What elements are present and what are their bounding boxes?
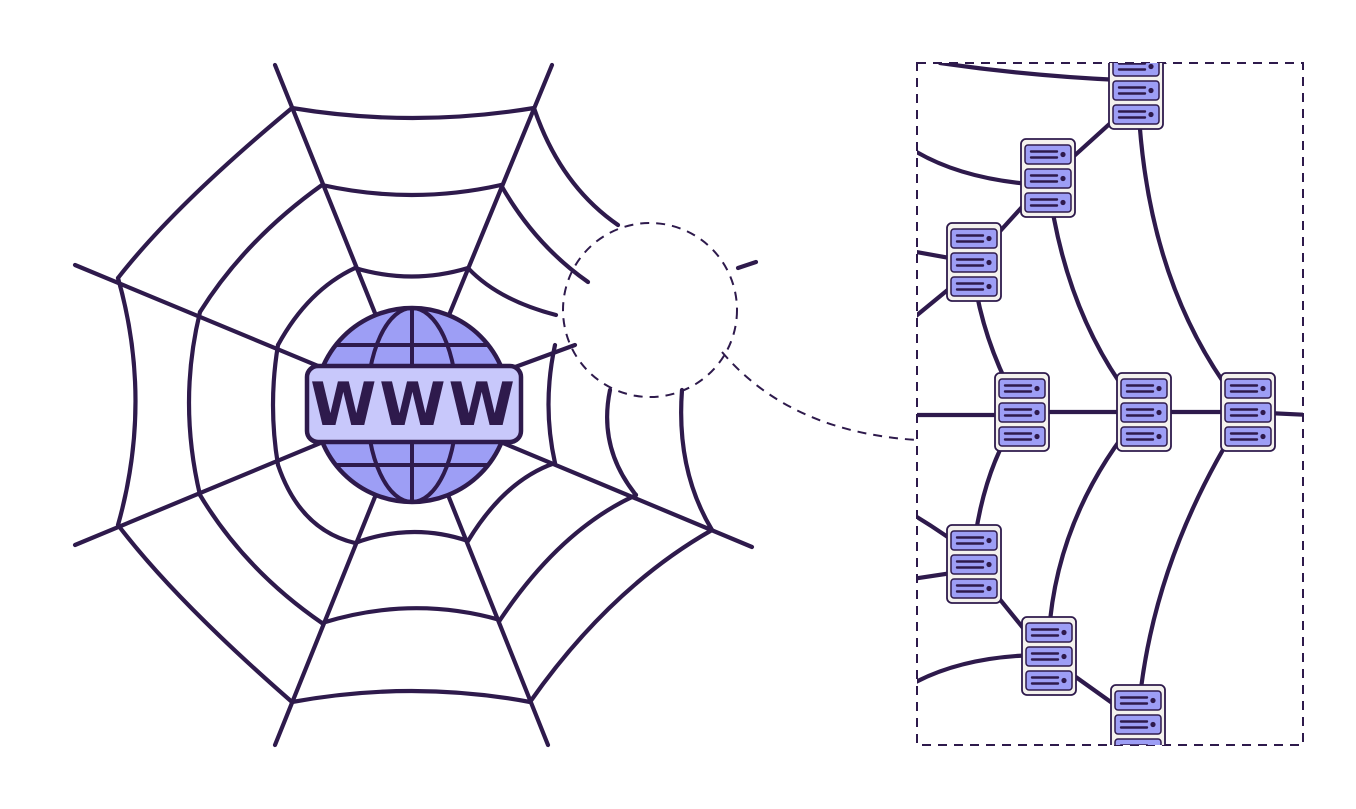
server-icon [1220,372,1276,452]
server-icon [946,222,1002,302]
server-icon [1110,684,1166,745]
server-icon [946,524,1002,604]
web-ring-2 [186,182,639,626]
server-icon [1116,372,1172,452]
server-icon [1108,63,1164,130]
server-icon [1020,138,1076,218]
web-ring-outer [115,105,715,705]
www-label: WWW [304,363,524,445]
network-links [917,63,1303,745]
network-zoom-panel [916,62,1304,746]
server-icon [994,372,1050,452]
web-ring-3 [270,265,559,546]
magnifier-callout [562,222,918,441]
server-icon [1021,616,1077,696]
www-label-text: WWW [310,370,518,440]
